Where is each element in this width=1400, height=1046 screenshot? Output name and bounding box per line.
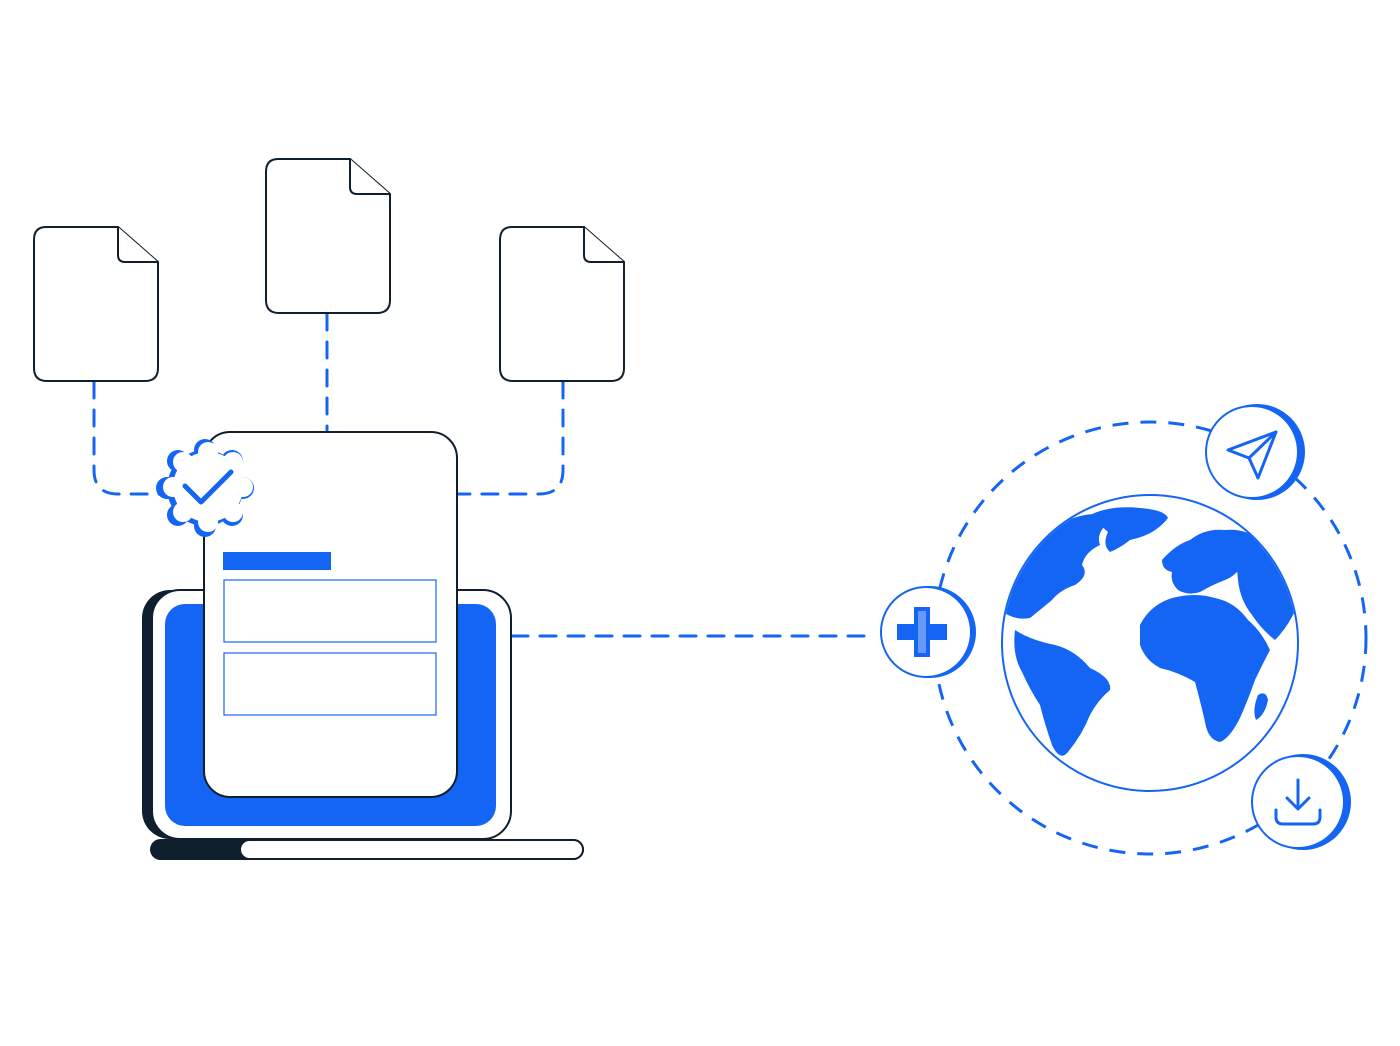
form-title-bar <box>223 552 331 570</box>
connector-right <box>456 380 565 496</box>
file-right-icon <box>499 226 625 382</box>
verified-check-icon <box>156 439 254 537</box>
file-connectors <box>92 312 565 496</box>
plus-icon[interactable] <box>880 586 976 678</box>
form-field-2 <box>223 652 437 716</box>
file-center-icon <box>265 158 391 314</box>
globe-icon <box>1001 494 1299 792</box>
form-field-1 <box>223 579 437 643</box>
file-left-icon <box>33 226 159 382</box>
form-document <box>203 431 458 798</box>
download-icon[interactable] <box>1251 754 1351 850</box>
globe-hub <box>880 404 1368 856</box>
connector-left <box>92 380 162 496</box>
send-icon[interactable] <box>1205 404 1305 500</box>
